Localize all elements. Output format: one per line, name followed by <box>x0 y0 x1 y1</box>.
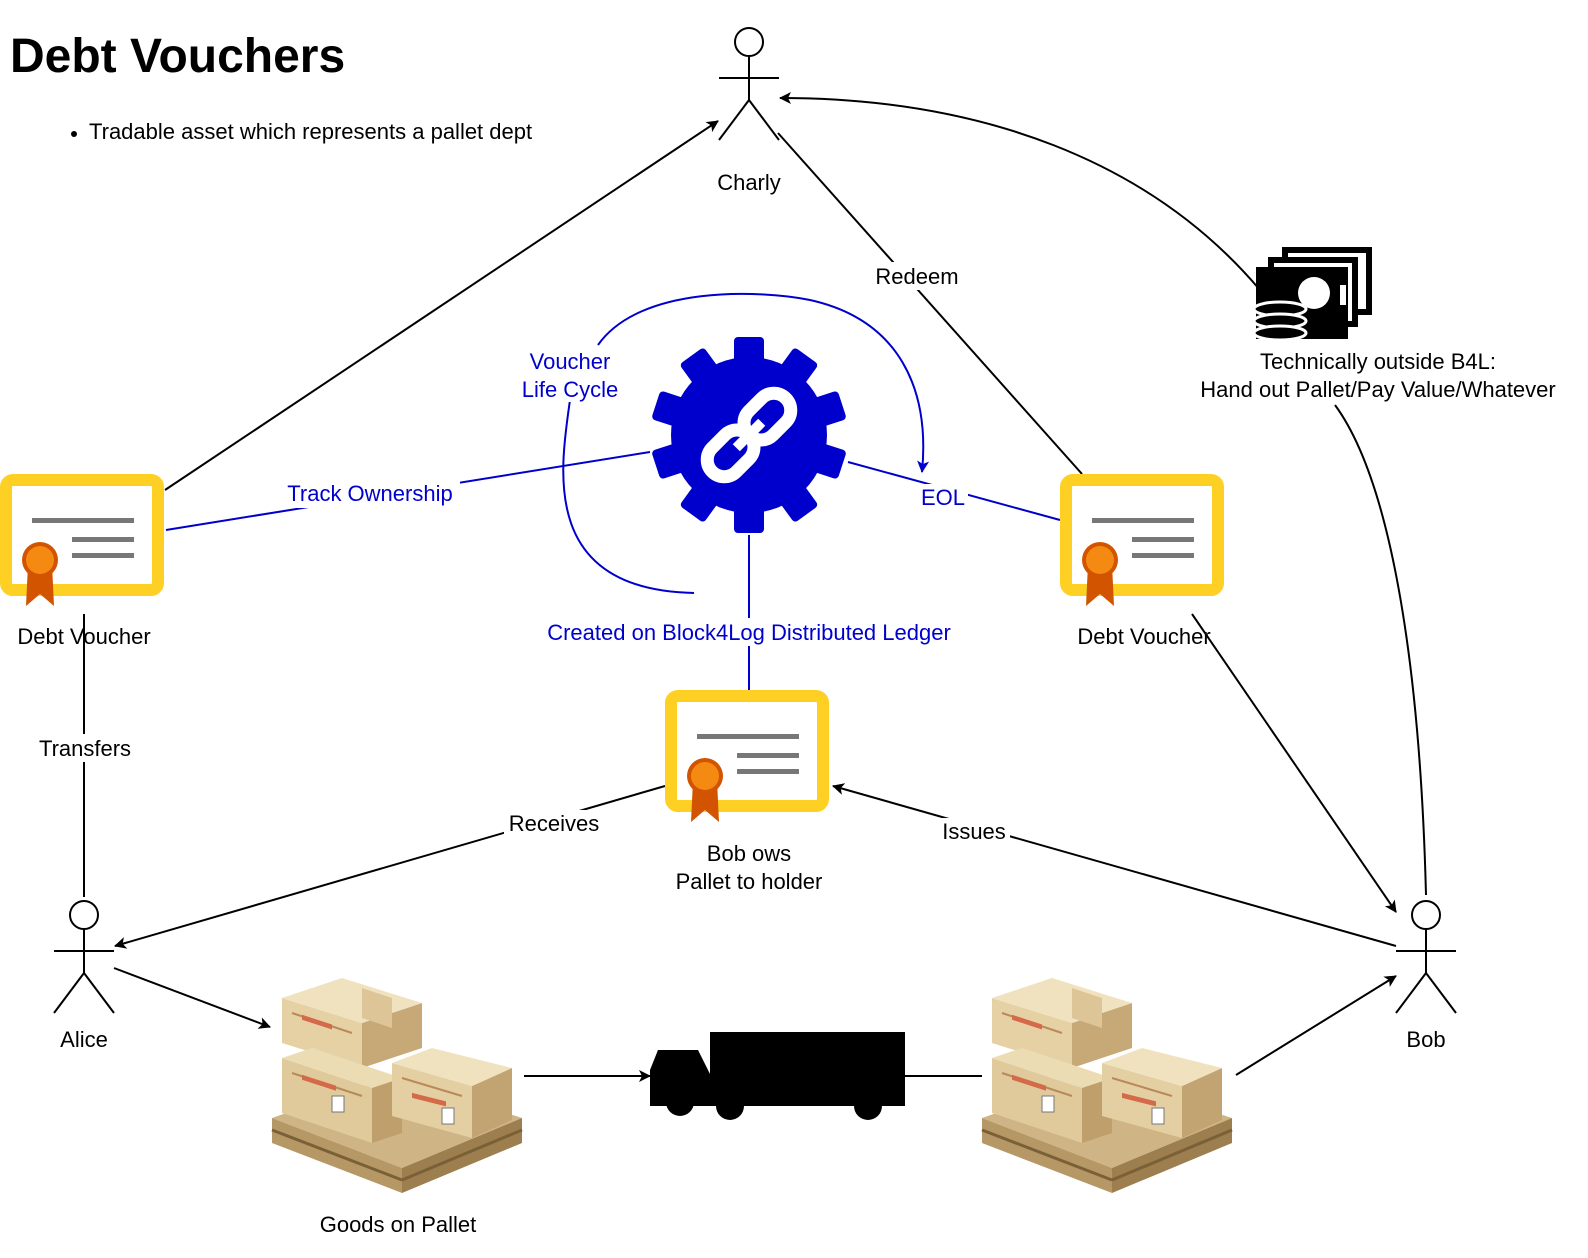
person-icon-alice <box>53 900 115 1014</box>
money-icon <box>1252 247 1372 342</box>
edge-label-created-on: Created on Block4Log Distributed Ledger <box>547 620 951 645</box>
life-cycle-label-line1: Voucher <box>530 349 611 374</box>
pallet-crates-icon-right <box>980 976 1234 1195</box>
gear-chain-icon <box>652 337 846 533</box>
page-title: Debt Vouchers <box>10 30 345 83</box>
edge-redeem <box>777 132 1083 475</box>
actor-label-charly: Charly <box>717 170 781 195</box>
life-cycle-loop-upper <box>597 292 930 473</box>
edge-label-transfers: Transfers <box>39 736 131 761</box>
edge-goods-to-bob <box>1235 975 1397 1076</box>
edge-alice-to-goods <box>113 967 271 1029</box>
edge-voucher-to-bob <box>1191 613 1397 913</box>
bullet-dot <box>71 131 77 137</box>
person-icon-charly <box>718 27 780 141</box>
actor-label-bob: Bob <box>1406 1027 1445 1052</box>
payment-label-line2: Hand out Pallet/Pay Value/Whatever <box>1200 377 1555 402</box>
pallet-crates-icon-left <box>270 976 524 1195</box>
goods-label: Goods on Pallet <box>320 1212 477 1237</box>
voucher-label-right: Debt Voucher <box>1077 624 1210 649</box>
edge-bob-to-money <box>1334 404 1427 896</box>
certificate-icon-right <box>1066 480 1218 606</box>
voucher-label-left: Debt Voucher <box>17 624 150 649</box>
certificate-icon-left <box>6 480 158 606</box>
truck-icon <box>650 1032 905 1120</box>
voucher-label-center-line1: Bob ows <box>707 841 791 866</box>
certificate-icon-center <box>671 696 823 822</box>
actor-label-alice: Alice <box>60 1027 108 1052</box>
person-icon-bob <box>1395 900 1457 1014</box>
edge-label-redeem: Redeem <box>875 264 958 289</box>
life-cycle-loop-lower <box>562 399 695 594</box>
edge-money-to-charly <box>779 92 1261 291</box>
edge-issues <box>832 783 1397 947</box>
edge-label-receives: Receives <box>509 811 599 836</box>
voucher-label-center-line2: Pallet to holder <box>676 869 823 894</box>
bullet-text: Tradable asset which represents a pallet… <box>89 119 532 144</box>
life-cycle-label-line2: Life Cycle <box>522 377 619 402</box>
edge-label-eol: EOL <box>921 485 965 510</box>
edge-label-track-ownership: Track Ownership <box>287 481 452 506</box>
payment-label-line1: Technically outside B4L: <box>1260 349 1496 374</box>
edge-label-issues: Issues <box>942 819 1006 844</box>
edge-voucher-to-charly <box>164 120 719 491</box>
